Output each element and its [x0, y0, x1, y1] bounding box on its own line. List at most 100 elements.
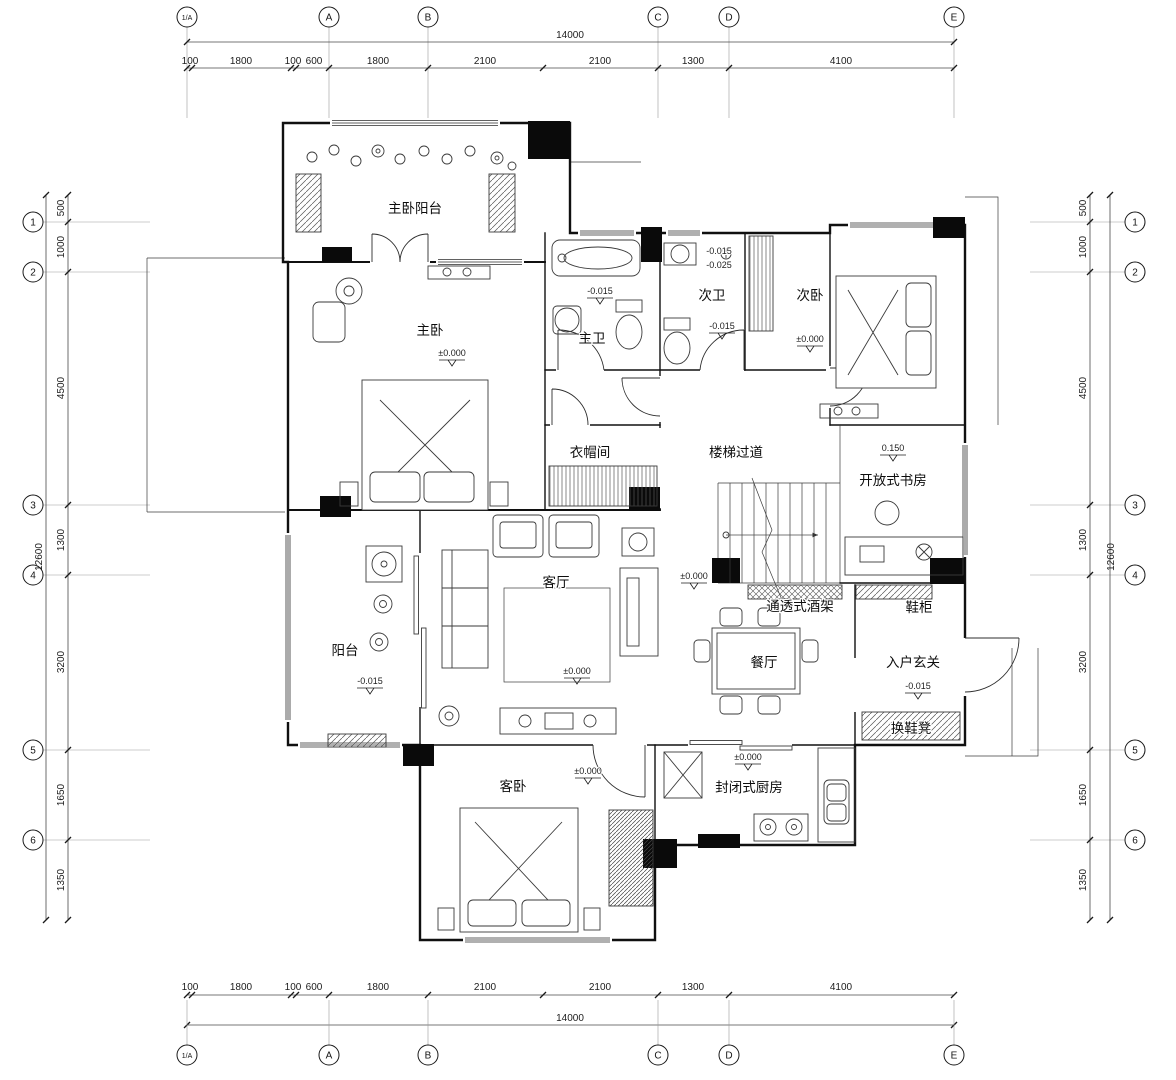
dim-seg: 3200 — [56, 650, 67, 673]
axis-bubble-icon — [176, 1044, 198, 1066]
dim-seg: 1800 — [230, 982, 253, 993]
axis-col-label: D — [725, 1051, 732, 1062]
refrigerator — [663, 751, 703, 799]
axis-row-label: 3 — [30, 501, 36, 512]
dim-seg: 600 — [306, 56, 323, 67]
dining-chair — [693, 639, 711, 663]
round-table — [335, 277, 363, 305]
level-mark-icon — [681, 582, 707, 590]
level-guest-bedroom: ±0.000 — [574, 766, 601, 776]
dim-seg: 3200 — [1078, 650, 1089, 673]
toilet-bowl — [615, 314, 643, 350]
room-label-open-study: 开放式书房 — [859, 473, 927, 488]
axis-col-label: C — [654, 1051, 661, 1062]
living-room-furniture — [438, 514, 659, 735]
pillow — [905, 330, 932, 376]
level-mark-icon — [439, 359, 465, 367]
axis-bubble-icon — [318, 1044, 340, 1066]
dimension-right: 12600 500 1000 4500 1300 3200 1650 1350 — [1078, 191, 1117, 924]
axis-bubble-icon — [417, 6, 439, 28]
second-bath-door — [699, 329, 745, 371]
kitchen-counter — [817, 747, 856, 843]
dim-total-bottom: 14000 — [556, 1013, 584, 1024]
dim-seg: 4500 — [56, 376, 67, 399]
pillow — [423, 471, 475, 503]
dim-seg: 4100 — [830, 982, 853, 993]
dimension-left: 12600 500 1000 4500 1300 3200 1650 1350 — [34, 191, 72, 924]
wine-rack-fixture — [747, 584, 843, 600]
washing-machine — [365, 545, 403, 583]
nightstand — [339, 481, 359, 507]
level-living-room: ±0.000 — [563, 666, 590, 676]
axis-bubble-icon — [943, 1044, 965, 1066]
entry-door — [964, 637, 1020, 693]
dim-seg: 1350 — [56, 868, 67, 891]
axis-col-label: 1/A — [182, 15, 193, 22]
level-mark-icon — [587, 297, 613, 305]
washbasin — [670, 244, 690, 264]
axis-row-label: 1 — [30, 218, 36, 229]
guest-wardrobe — [608, 809, 654, 907]
shoe-bench-fixture — [861, 711, 961, 741]
toilet-bowl — [663, 331, 691, 365]
open-study-furniture — [844, 500, 964, 576]
doors — [370, 233, 1020, 798]
axis-bubble-icon — [718, 1044, 740, 1066]
level-mark-icon — [575, 777, 601, 785]
context-outline — [146, 161, 1039, 757]
axis-bubble-icon — [1124, 494, 1146, 516]
master-bath-door — [557, 329, 605, 371]
nightstand — [489, 481, 509, 507]
room-label-balcony: 阳台 — [332, 643, 359, 658]
dim-seg: 2100 — [474, 982, 497, 993]
room-label-dining-room: 餐厅 — [751, 655, 778, 670]
room-label-cloakroom: 衣帽间 — [570, 445, 611, 460]
level-mark-icon — [709, 332, 735, 340]
stove — [753, 813, 809, 842]
level-balcony: -0.015 — [357, 676, 383, 686]
guest-bedroom-door — [592, 744, 646, 798]
level-open-study: 0.150 — [882, 443, 905, 453]
axis-row-label: 2 — [30, 268, 36, 279]
level-mark-icon — [905, 692, 931, 700]
axis-col-label: A — [326, 1051, 333, 1062]
axis-row-label: 2 — [1132, 268, 1138, 279]
axis-row-label: 5 — [1132, 746, 1138, 757]
level-mark-icon — [735, 763, 761, 771]
axis-bubble-icon — [647, 6, 669, 28]
axis-bubble-icon — [1124, 564, 1146, 586]
dim-seg: 2100 — [474, 56, 497, 67]
axis-bubble-icon — [22, 739, 44, 761]
dim-seg: 1650 — [1078, 783, 1089, 806]
level-mark-icon — [880, 454, 906, 462]
tub-faucet — [557, 253, 567, 263]
room-label-shoe-bench: 换鞋凳 — [891, 721, 932, 736]
pillow — [467, 899, 517, 927]
level-stair-hall: ±0.000 — [680, 571, 707, 581]
level-master-bedroom: ±0.000 — [438, 348, 465, 358]
dining-chair — [719, 607, 743, 627]
dim-seg: 2100 — [589, 982, 612, 993]
dimension-top: 14000 100 1800 100 600 1800 2100 2100 13… — [182, 30, 958, 72]
room-label-master-balcony: 主卧阳台 — [388, 201, 442, 216]
level-second-bath-top: -0.015 — [706, 246, 732, 256]
axis-bubble-icon — [647, 1044, 669, 1066]
axis-col-label: E — [951, 1051, 958, 1062]
dim-total-right: 12600 — [1106, 543, 1117, 571]
dim-seg: 2100 — [589, 56, 612, 67]
level-mark-icon — [797, 345, 823, 353]
washbasin — [554, 307, 580, 333]
dim-seg: 1800 — [230, 56, 253, 67]
room-label-wine-rack: 通透式酒架 — [766, 599, 834, 614]
dim-seg: 1300 — [56, 528, 67, 551]
floor-drain-icon — [720, 248, 732, 260]
axis-row-label: 6 — [30, 836, 36, 847]
cloakroom-door — [551, 388, 589, 426]
axis-bubble-icon — [22, 564, 44, 586]
axis-row-label: 3 — [1132, 501, 1138, 512]
room-label-shoe-cabinet: 鞋柜 — [906, 600, 933, 615]
dimension-bottom: 100 1800 100 600 1800 2100 2100 1300 410… — [182, 982, 958, 1029]
room-label-second-bath: 次卫 — [699, 288, 726, 303]
dining-chair — [757, 695, 781, 715]
